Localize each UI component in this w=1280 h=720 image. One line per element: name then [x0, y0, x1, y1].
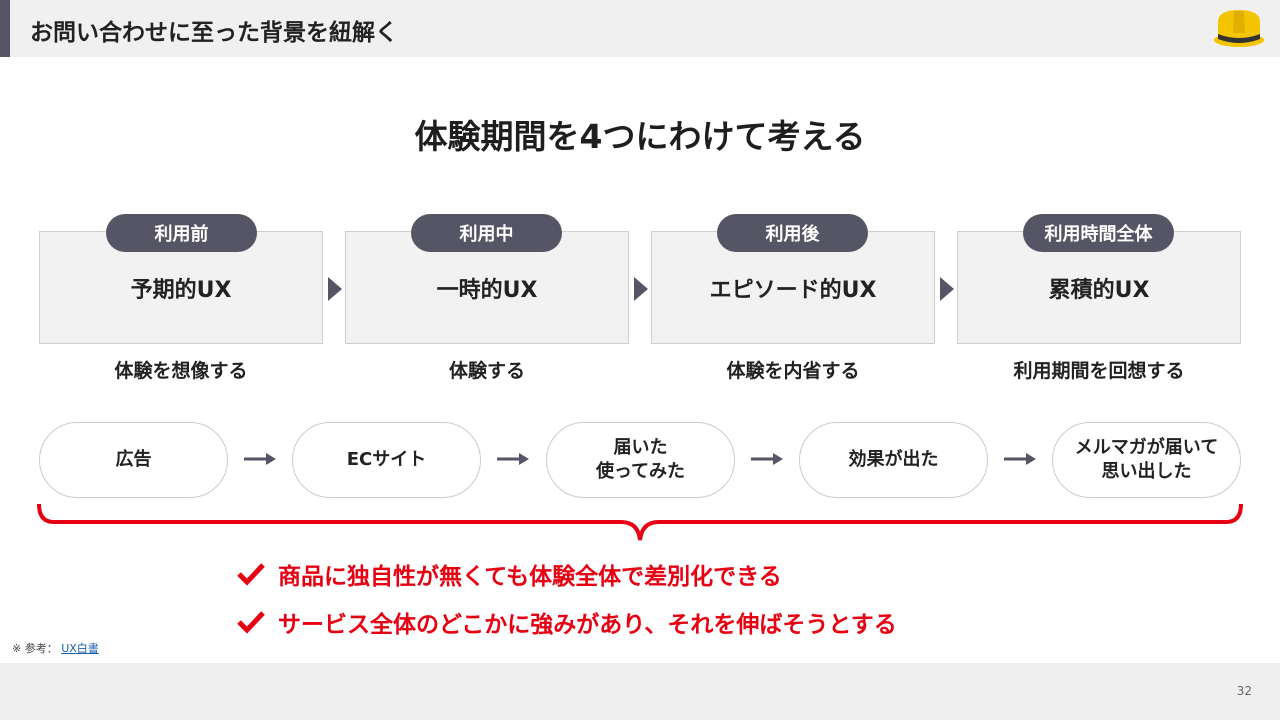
stage-ux-label: 一時的UX: [436, 278, 538, 303]
stage-pill-post-use: 利用後: [717, 214, 868, 252]
stage-description: 体験する: [448, 360, 525, 382]
page-title: お問い合わせに至った背景を紐解く: [30, 20, 398, 46]
stage-description: 利用期間を回想する: [1013, 360, 1185, 382]
stage-pill-overall: 利用時間全体: [1023, 214, 1174, 252]
footer-bar: [0, 663, 1280, 720]
journey-step-newsletter: メルマガが届いて 思い出した: [1052, 422, 1241, 498]
arrow-right-icon: [497, 453, 529, 465]
point-text: 商品に独自性が無くても体験全体で差別化できる: [278, 564, 782, 590]
hard-hat-icon: [1214, 10, 1264, 47]
reference-note: ※ 参考： UX白書: [12, 640, 99, 656]
chevron-right-icon: [940, 277, 954, 301]
reference-link[interactable]: UX白書: [61, 642, 99, 655]
stage-description: 体験を想像する: [114, 360, 248, 382]
stage-box-overall: 累積的UX: [957, 231, 1241, 344]
chevron-right-icon: [634, 277, 648, 301]
stage-ux-label: 累積的UX: [1048, 278, 1150, 303]
main-title: 体験期間を4つにわけて考える: [414, 117, 866, 156]
stage-description: 体験を内省する: [726, 360, 860, 382]
stage-ux-label: 予期的UX: [130, 278, 232, 303]
stage-pill-in-use: 利用中: [411, 214, 562, 252]
journey-step-ec-site: ECサイト: [292, 422, 481, 498]
page-number: 32: [1236, 684, 1252, 698]
journey-step-effect: 効果が出た: [799, 422, 988, 498]
journey-step-ad: 広告: [39, 422, 228, 498]
point-2: サービス全体のどこかに強みがあり、それを伸ばそうとする: [236, 604, 897, 640]
journey-step-received: 届いた 使ってみた: [546, 422, 735, 498]
stage-ux-label: エピソード的UX: [709, 278, 877, 303]
stage-pill-pre-use: 利用前: [106, 214, 257, 252]
point-text: サービス全体のどこかに強みがあり、それを伸ばそうとする: [278, 612, 897, 638]
header-accent: [0, 0, 10, 57]
arrow-right-icon: [751, 453, 783, 465]
check-icon: [237, 611, 265, 634]
point-1: 商品に独自性が無くても体験全体で差別化できる: [236, 556, 782, 592]
arrow-right-icon: [1004, 453, 1036, 465]
reference-prefix: ※ 参考：: [12, 642, 58, 655]
curly-brace: [37, 503, 1243, 541]
check-icon: [237, 563, 265, 586]
arrow-right-icon: [244, 453, 276, 465]
chevron-right-icon: [328, 277, 342, 301]
header-bar: [0, 0, 1280, 57]
